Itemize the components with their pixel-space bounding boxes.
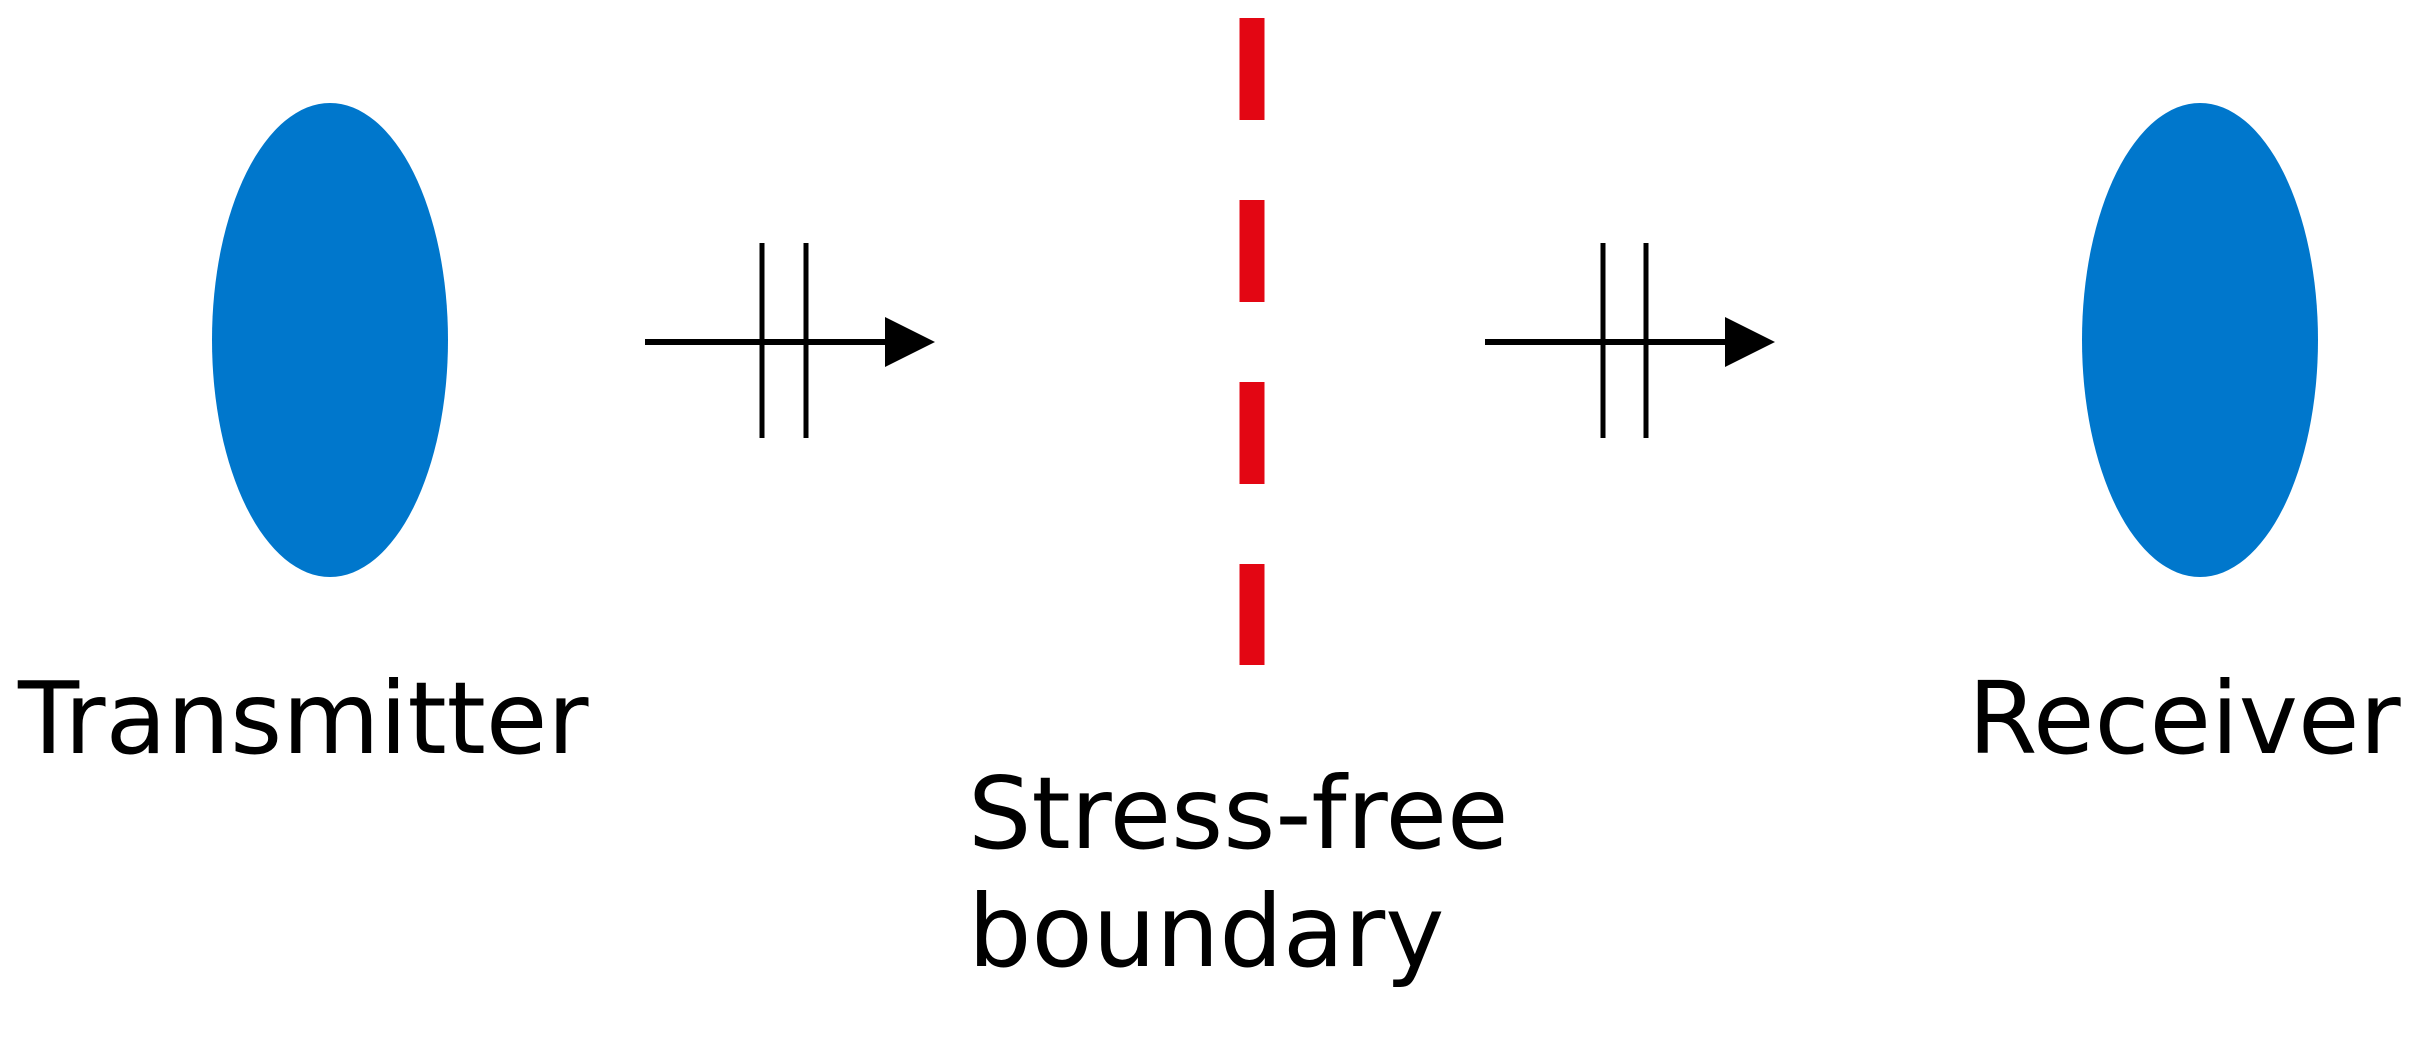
transmitter-label: Transmitter xyxy=(18,660,589,777)
boundary-label: Stress-free boundary xyxy=(968,755,1509,991)
wave-arrow-left xyxy=(645,243,935,438)
boundary-label-line1: Stress-free xyxy=(968,755,1509,872)
transmitter-transducer xyxy=(212,103,448,577)
receiver-transducer xyxy=(2082,103,2318,577)
boundary-label-line2: boundary xyxy=(968,873,1445,990)
wave-arrow-right xyxy=(1485,243,1775,438)
receiver-label: Receiver xyxy=(1968,660,2401,777)
